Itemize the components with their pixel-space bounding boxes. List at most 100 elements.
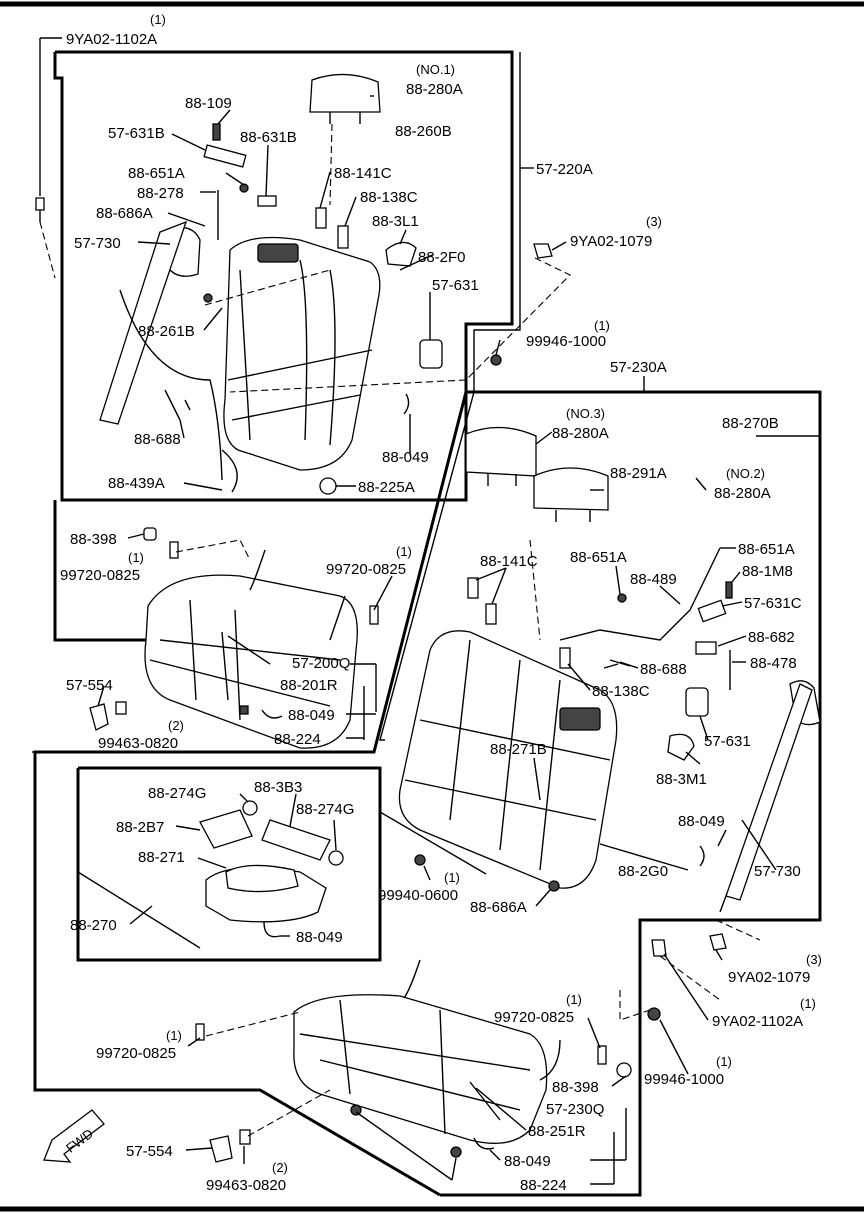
part-number-label: 88-251R <box>528 1123 586 1140</box>
part-number-label: 57-230A <box>610 359 667 376</box>
hinge-cover-upper <box>257 243 299 263</box>
part-number-label: 88-271 <box>138 849 185 866</box>
lower-cushion-assembly <box>43 959 632 1163</box>
part-number-label: 57-220A <box>536 161 593 178</box>
part-number-label: 88-688 <box>134 431 181 448</box>
part-number-label: 9YA02-1079 <box>570 233 652 250</box>
upper-seatback-assembly <box>35 37 571 495</box>
bolt-9ya02-1079-lower <box>709 933 727 951</box>
part-88-651a-lower <box>617 593 627 603</box>
part-number-label: 99940-0600 <box>378 887 458 904</box>
part-88-2b7 <box>199 809 253 849</box>
qty-label: (1) <box>128 550 144 565</box>
bolt-99720-0825-upper-left <box>169 541 179 559</box>
part-number-label: 88-478 <box>750 655 797 672</box>
part-88-141c-lower-b <box>485 603 497 625</box>
headrest-no2 <box>533 467 609 511</box>
bolt-99463-0820-upper <box>115 701 127 715</box>
qty-label: (3) <box>806 952 822 967</box>
part-number-label: 88-280A <box>552 425 609 442</box>
part-number-label: 88-688 <box>640 661 687 678</box>
part-number-label: 88-651A <box>738 541 795 558</box>
bolt-99720-0825-lower-left <box>195 1023 205 1041</box>
part-number-label: 88-141C <box>334 165 392 182</box>
part-88-686a-upper <box>203 293 213 303</box>
qty-label: (2) <box>272 1160 288 1175</box>
hinge-cover-lower <box>559 707 601 731</box>
qty-label: (1) <box>716 1054 732 1069</box>
part-number-label: 88-3M1 <box>656 771 707 788</box>
part-57-554-upper <box>89 703 109 731</box>
part-88-682 <box>695 641 717 655</box>
leader-lines <box>97 95 820 1185</box>
part-number-label: 57-730 <box>754 863 801 880</box>
part-88-686a-lower <box>548 880 560 892</box>
part-number-label: 88-224 <box>520 1177 567 1194</box>
qty-label: (1) <box>166 1028 182 1043</box>
part-number-label: 88-109 <box>185 95 232 112</box>
cushion-frame-upper <box>144 574 358 749</box>
part-88-3l1 <box>385 241 417 267</box>
part-number-label: 99720-0825 <box>60 567 140 584</box>
belt-webbing-lower <box>725 683 813 901</box>
part-88-141c-lower-a <box>467 577 479 599</box>
part-99940-0600 <box>414 854 426 866</box>
part-88-651a-upper <box>239 183 249 193</box>
part-88-274g-right <box>328 850 344 866</box>
seatback-frame-lower <box>398 630 618 889</box>
part-number-label: 99720-0825 <box>96 1045 176 1062</box>
part-number-label: 57-200Q <box>292 655 350 672</box>
part-number-label: 88-261B <box>138 323 195 340</box>
part-number-label: 88-489 <box>630 571 677 588</box>
part-88-141c-upper <box>315 207 327 229</box>
part-number-label: 57-554 <box>126 1143 173 1160</box>
fwd-arrow-icon <box>43 1109 105 1163</box>
part-number-label: 99463-0820 <box>98 735 178 752</box>
group-outlines <box>32 50 822 1197</box>
part-number-label: 88-2G0 <box>618 863 668 880</box>
part-number-label: 88-682 <box>748 629 795 646</box>
part-99946-1000-top <box>490 354 502 366</box>
part-88-631b <box>257 195 277 207</box>
part-number-label: 88-049 <box>296 929 343 946</box>
qty-label: (3) <box>646 214 662 229</box>
part-number-label: 99463-0820 <box>206 1177 286 1194</box>
part-number-label: 57-730 <box>74 235 121 252</box>
armrest-assembly <box>199 800 344 938</box>
part-number-label: 88-224 <box>274 731 321 748</box>
qty-label: (1) <box>150 12 166 27</box>
part-88-1m8 <box>725 581 733 599</box>
bolt-99463-0820-lower <box>239 1129 251 1145</box>
part-number-label: 88-1M8 <box>742 563 793 580</box>
part-number-label: 88-398 <box>552 1079 599 1096</box>
part-88-398-lower <box>616 1062 632 1078</box>
part-number-label: 88-3L1 <box>372 213 419 230</box>
part-number-label: 57-554 <box>66 677 113 694</box>
bolt-9ya02-1102a-top <box>35 197 45 211</box>
qty-label: (1) <box>800 996 816 1011</box>
part-99946-1000-lower <box>647 1007 661 1021</box>
part-number-label: 88-271B <box>490 741 547 758</box>
part-88-109 <box>212 123 221 141</box>
part-88-3b3 <box>261 819 331 861</box>
part-88-224-upper <box>239 705 249 715</box>
part-number-label: 99946-1000 <box>644 1071 724 1088</box>
part-88-138c-upper <box>337 225 349 249</box>
part-number-label: 88-274G <box>148 785 206 802</box>
qty-label: (1) <box>566 992 582 1007</box>
part-number-label: 99720-0825 <box>494 1009 574 1026</box>
part-number-label: 88-138C <box>360 189 418 206</box>
qty-label: (1) <box>396 544 412 559</box>
part-labels: (1) 9YA02-1102A (NO.1) 88-280A 88-109 57… <box>60 12 822 1194</box>
part-number-label: 57-631B <box>108 125 165 142</box>
part-number-label: 88-2F0 <box>418 249 466 266</box>
part-number-label: 9YA02-1102A <box>712 1013 803 1030</box>
part-number-label: 57-230Q <box>546 1101 604 1118</box>
part-number-label: 88-280A <box>714 485 771 502</box>
upper-cushion-assembly <box>89 527 379 749</box>
part-number-label: 88-225A <box>358 479 415 496</box>
part-88-398-upper <box>143 527 157 541</box>
part-number-label: 88-2B7 <box>116 819 164 836</box>
